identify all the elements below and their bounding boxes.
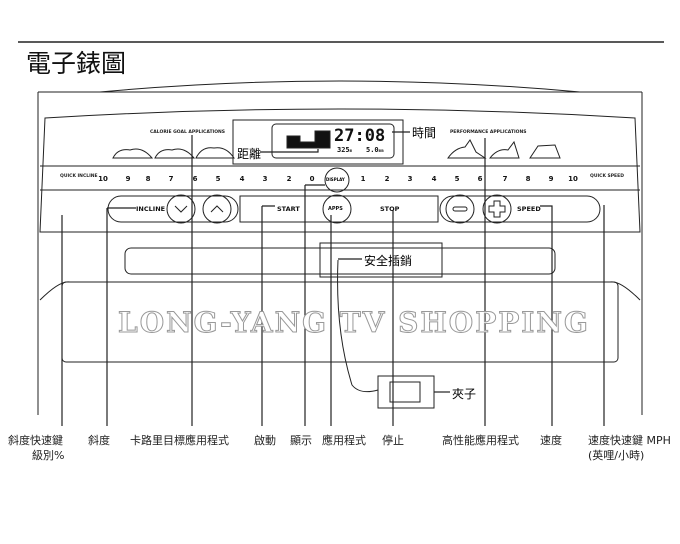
quick-speed-4[interactable]: 4 bbox=[431, 175, 437, 183]
lcd-distance: 325m bbox=[337, 146, 353, 154]
callout-clip: 夾子 bbox=[452, 387, 477, 401]
lcd-bar-graph bbox=[286, 130, 331, 149]
incline-up-button[interactable] bbox=[203, 195, 231, 223]
quick-speed-5[interactable]: 5 bbox=[454, 175, 460, 183]
quick-speed-10[interactable]: 10 bbox=[568, 175, 578, 183]
label-stop: 停止 bbox=[382, 434, 404, 447]
performance-apps-header: PERFORMANCE APPLICATIONS bbox=[450, 130, 527, 135]
center-panel bbox=[239, 195, 439, 223]
label-quick-speed: 速度快速鍵 MPH bbox=[588, 434, 671, 447]
lcd-screen bbox=[271, 123, 395, 159]
quick-incline-4[interactable]: 4 bbox=[239, 175, 245, 183]
console-panel bbox=[39, 108, 641, 233]
incline-down-button[interactable] bbox=[167, 195, 195, 223]
label-start: 啟動 bbox=[254, 434, 276, 447]
leader-lines bbox=[61, 131, 605, 426]
clip-icon bbox=[377, 375, 435, 409]
speed-label: SPEED bbox=[517, 205, 541, 213]
quick-incline-5[interactable]: 5 bbox=[215, 175, 221, 183]
speed-panel bbox=[439, 195, 601, 223]
quick-speed-3[interactable]: 3 bbox=[407, 175, 413, 183]
calorie-apps-header: CALORIE GOAL APPLICATIONS bbox=[150, 130, 226, 135]
quick-incline-3[interactable]: 3 bbox=[262, 175, 268, 183]
callout-distance: 距離 bbox=[237, 147, 262, 161]
speed-up-button[interactable] bbox=[483, 195, 511, 223]
lcd-time: 27:08 bbox=[334, 126, 386, 146]
incline-down-icon bbox=[174, 205, 188, 213]
label-display: 顯示 bbox=[290, 434, 312, 447]
quick-incline-9[interactable]: 9 bbox=[125, 175, 131, 183]
stop-button[interactable]: STOP bbox=[380, 205, 400, 213]
quick-speed-8[interactable]: 8 bbox=[525, 175, 531, 183]
quick-speed-2[interactable]: 2 bbox=[384, 175, 390, 183]
frame bbox=[37, 91, 643, 415]
incline-label: INCLINE bbox=[136, 205, 166, 213]
safety-key-housing bbox=[319, 242, 443, 278]
quick-speed-9[interactable]: 9 bbox=[548, 175, 554, 183]
lcd-other: 5.0mm bbox=[366, 146, 384, 154]
label-incline: 斜度 bbox=[88, 434, 110, 447]
incline-up-icon bbox=[210, 205, 224, 213]
start-button[interactable]: START bbox=[277, 205, 300, 213]
label-apps: 應用程式 bbox=[322, 434, 366, 447]
quick-speed-1[interactable]: 1 bbox=[360, 175, 366, 183]
speed-down-button[interactable] bbox=[446, 195, 474, 223]
watermark: LONG-YANG TV SHOPPING bbox=[118, 306, 590, 340]
minus-icon bbox=[452, 206, 468, 212]
label-performance-apps: 高性能應用程式 bbox=[442, 434, 519, 447]
incline-panel bbox=[107, 195, 239, 223]
page-title: 電子錶圖 bbox=[26, 49, 127, 78]
label-quick-speed-unit: (英哩/小時) bbox=[588, 449, 645, 462]
label-quick-incline: 斜度快速鍵 bbox=[8, 434, 63, 447]
quick-incline-label: QUICK INCLINE bbox=[60, 174, 98, 179]
label-calorie-apps: 卡路里目標應用程式 bbox=[130, 434, 229, 447]
callout-time: 時間 bbox=[412, 126, 437, 140]
quick-incline-2[interactable]: 2 bbox=[286, 175, 292, 183]
quick-speed-label: QUICK SPEED bbox=[590, 174, 624, 179]
quick-incline-8[interactable]: 8 bbox=[145, 175, 151, 183]
display-button[interactable]: DISPLAY bbox=[326, 177, 345, 182]
quick-speed-7[interactable]: 7 bbox=[502, 175, 508, 183]
label-speed: 速度 bbox=[540, 434, 562, 447]
display-housing bbox=[232, 119, 404, 165]
quick-incline-10[interactable]: 10 bbox=[98, 175, 108, 183]
label-quick-incline-level: 級別% bbox=[32, 449, 65, 462]
apps-button[interactable]: APPS bbox=[328, 206, 343, 212]
quick-incline-0[interactable]: 0 bbox=[309, 175, 315, 183]
quick-speed-6[interactable]: 6 bbox=[477, 175, 483, 183]
lower-slot bbox=[124, 247, 556, 275]
quick-incline-7[interactable]: 7 bbox=[168, 175, 174, 183]
safety-tether bbox=[337, 259, 379, 393]
plus-icon bbox=[488, 200, 506, 218]
quick-incline-6[interactable]: 6 bbox=[192, 175, 198, 183]
callout-safety-key: 安全插銷 bbox=[364, 254, 413, 268]
